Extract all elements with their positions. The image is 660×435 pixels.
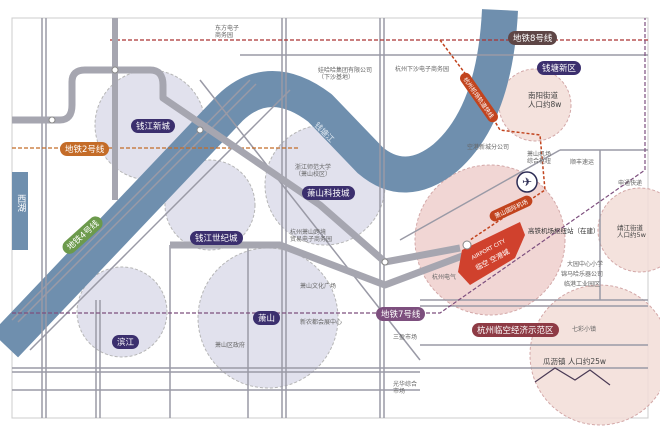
district-airport-zone: 杭州临空经济示范区: [472, 323, 559, 337]
svg-text:✈: ✈: [522, 175, 532, 189]
line7-track: [12, 18, 646, 314]
poi-cross-border: 杭州萧山跨境 贸易电子商务园: [290, 229, 333, 243]
airport-hub: 萧山机场 综合枢纽: [527, 151, 552, 165]
elevated-line-1: [12, 66, 461, 266]
line2-label: 地铁2号线: [60, 142, 110, 156]
zone-guali: [529, 284, 660, 426]
road-network: [11, 18, 648, 418]
station-icon: [196, 126, 204, 134]
line7-label: 地铁7号线: [376, 307, 426, 321]
town-nanyang: 南阳街道 人口约8w: [528, 91, 562, 109]
poi-electric: 杭州电气: [432, 274, 457, 281]
poi-culture-square: 萧山文化广场: [300, 283, 337, 290]
station-icon: [111, 66, 119, 74]
zone-century-city: [164, 159, 256, 251]
airport-city-block: [458, 222, 525, 285]
airplane-icon: [516, 171, 538, 193]
poi-jinma: 锦马哈乐器公司: [561, 271, 604, 278]
poi-gov: 萧山区政府: [215, 342, 246, 349]
station-icon: [381, 258, 389, 266]
poi-shunfeng: 顺丰速运: [570, 159, 595, 166]
district-west-lake: 西湖: [15, 194, 26, 212]
district-xiaoshan-tech-city: 萧山科技城: [302, 186, 355, 200]
qiantang-river: [0, 9, 518, 358]
station-icon: [462, 240, 472, 250]
poi-lingang-park: 临港工业园区: [564, 281, 601, 288]
zone-jingjiang: [597, 187, 660, 273]
poi-qicai: 七彩小镇: [572, 326, 597, 333]
elevated-line-2: [170, 241, 467, 289]
poi-xinnong: 新农都会展中心: [300, 319, 343, 326]
town-jingjiang: 靖江街道 人口约5w: [617, 224, 646, 240]
district-century-city: 钱江世纪城: [190, 231, 243, 245]
hsr-station: 高铁机场枢纽站（在建）: [528, 227, 600, 235]
poi-group-co: 娃哈哈集团有限公司 （下沙基地）: [318, 67, 373, 81]
district-binjiang: 滨江: [112, 335, 140, 349]
poi-dayuan-school: 大园中心小学: [567, 261, 604, 268]
district-qianjiang-new-city: 钱江新城: [131, 119, 176, 133]
district-qiantang-new-area: 钱塘新区: [537, 61, 582, 75]
station-icon: [48, 116, 56, 124]
poi-konggang-branch: 空港新城分公司: [467, 144, 510, 151]
line8-label: 地铁8号线: [508, 31, 558, 45]
poi-sanying: 三盈市场: [393, 334, 418, 341]
west-lake-water: [12, 172, 28, 250]
poi-dongfang: 东方电子 商务园: [215, 25, 240, 39]
mountain-icon: [534, 367, 611, 386]
poi-guanghua: 光华综合 市场: [393, 381, 418, 395]
poi-courier: 申通快递: [618, 180, 643, 187]
town-guali: 瓜沥镇 人口约25w: [543, 357, 607, 366]
poi-zhejiang-normal: 浙江师范大学 （萧山校区）: [295, 164, 332, 178]
district-xiaoshan: 萧山: [253, 311, 281, 325]
poi-xiasha-ecom: 杭州下沙电子商务园: [395, 66, 450, 73]
